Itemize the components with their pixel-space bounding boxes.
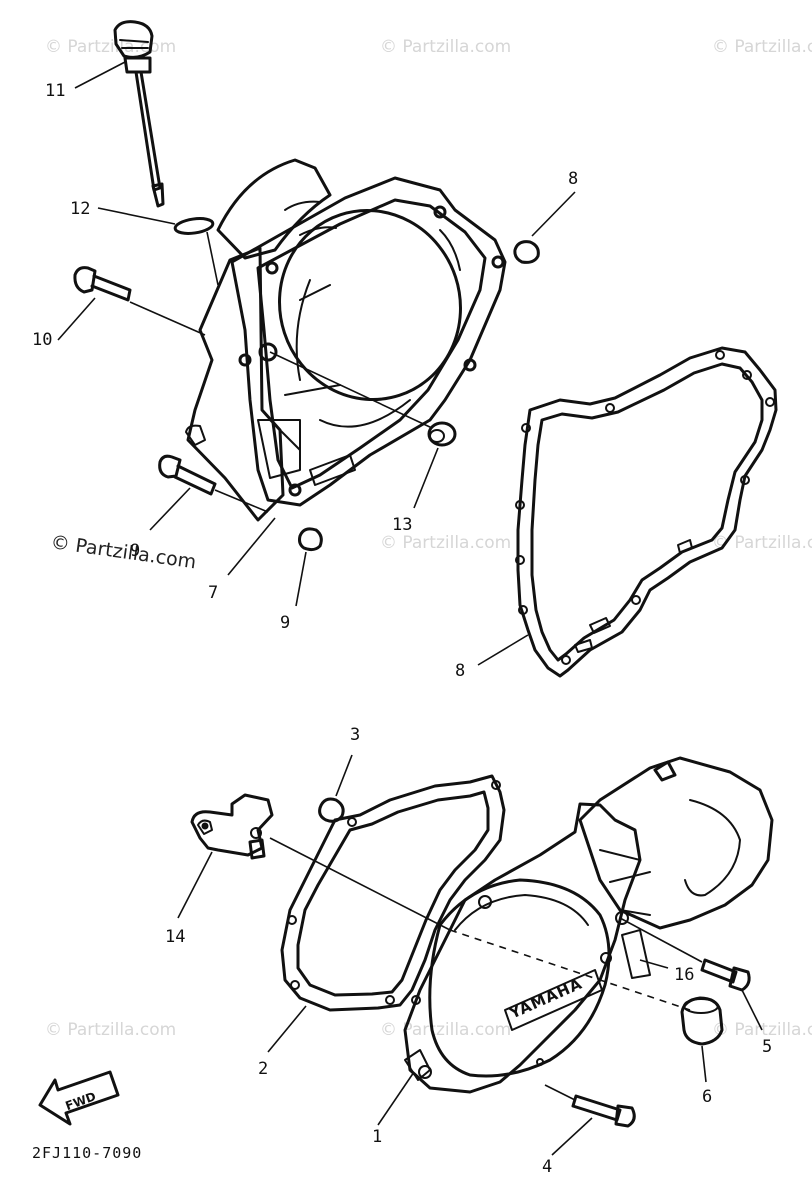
part-11-bolt[interactable] <box>73 266 132 302</box>
callout-9-bottom[interactable]: 9 <box>280 613 290 633</box>
part-2-gasket[interactable] <box>280 774 506 1012</box>
callout-numbers: 11 12 10 9 7 8 9 13 8 3 14 2 1 4 6 5 16 <box>32 81 772 1177</box>
part-9-dowel-top[interactable] <box>513 240 540 264</box>
watermark: © Partzilla.com <box>380 37 511 57</box>
diagram-code: 2FJ110-7090 <box>32 1144 142 1162</box>
watermarks: © Partzilla.com © Partzilla.com © Partzi… <box>45 37 812 1040</box>
part-8-gasket[interactable] <box>515 346 778 678</box>
callout-11[interactable]: 10 <box>32 330 52 350</box>
part-13-o-ring[interactable] <box>173 216 215 235</box>
callout-6[interactable]: 6 <box>702 1087 712 1107</box>
part-14-oil-seal[interactable] <box>427 421 457 447</box>
callout-15[interactable]: 14 <box>165 927 185 947</box>
fwd-direction-arrow: FWD <box>38 1070 120 1126</box>
callout-9-top[interactable]: 8 <box>568 169 578 189</box>
callout-7[interactable]: 7 <box>208 583 218 603</box>
watermark: © Partzilla.com <box>712 37 812 57</box>
callout-14[interactable]: 13 <box>392 515 412 535</box>
part-12-dipstick[interactable] <box>113 20 165 208</box>
callout-16[interactable]: 16 <box>674 965 694 985</box>
watermark: © Partzilla.com <box>380 533 511 553</box>
fwd-label: FWD <box>63 1089 97 1113</box>
watermark-dark: © Partzilla.com <box>49 531 197 573</box>
part-4-bolt[interactable] <box>571 1094 636 1128</box>
callout-2[interactable]: 2 <box>258 1059 268 1079</box>
part-15-bracket[interactable] <box>190 793 274 860</box>
watermark: © Partzilla.com <box>380 1020 511 1040</box>
callout-3[interactable]: 3 <box>350 725 360 745</box>
part-10-bolt[interactable] <box>158 454 217 496</box>
leader-lines-lower <box>177 754 763 1156</box>
part-6-plug[interactable] <box>680 996 724 1046</box>
watermark: © Partzilla.com <box>45 37 176 57</box>
callout-12[interactable]: 11 <box>45 81 65 101</box>
callout-13[interactable]: 12 <box>70 199 90 219</box>
callout-1[interactable]: 1 <box>372 1127 382 1147</box>
callout-5[interactable]: 5 <box>762 1037 772 1057</box>
part-7-crankcase-cover[interactable] <box>185 158 507 522</box>
callout-4[interactable]: 4 <box>542 1157 552 1177</box>
part-9-dowel-bottom[interactable] <box>298 527 323 552</box>
yamaha-badge <box>504 969 603 1031</box>
part-5-bolt[interactable] <box>700 958 751 992</box>
callout-8[interactable]: 8 <box>455 661 465 681</box>
watermark: © Partzilla.com <box>45 1020 176 1040</box>
leader-lines-upper <box>57 61 576 666</box>
watermark: © Partzilla.com <box>712 533 812 553</box>
part-3-dowel[interactable] <box>318 797 345 823</box>
part-1-crankcase-cover[interactable]: YAMAHA <box>403 756 774 1094</box>
callout-10[interactable]: 9 <box>130 541 140 561</box>
